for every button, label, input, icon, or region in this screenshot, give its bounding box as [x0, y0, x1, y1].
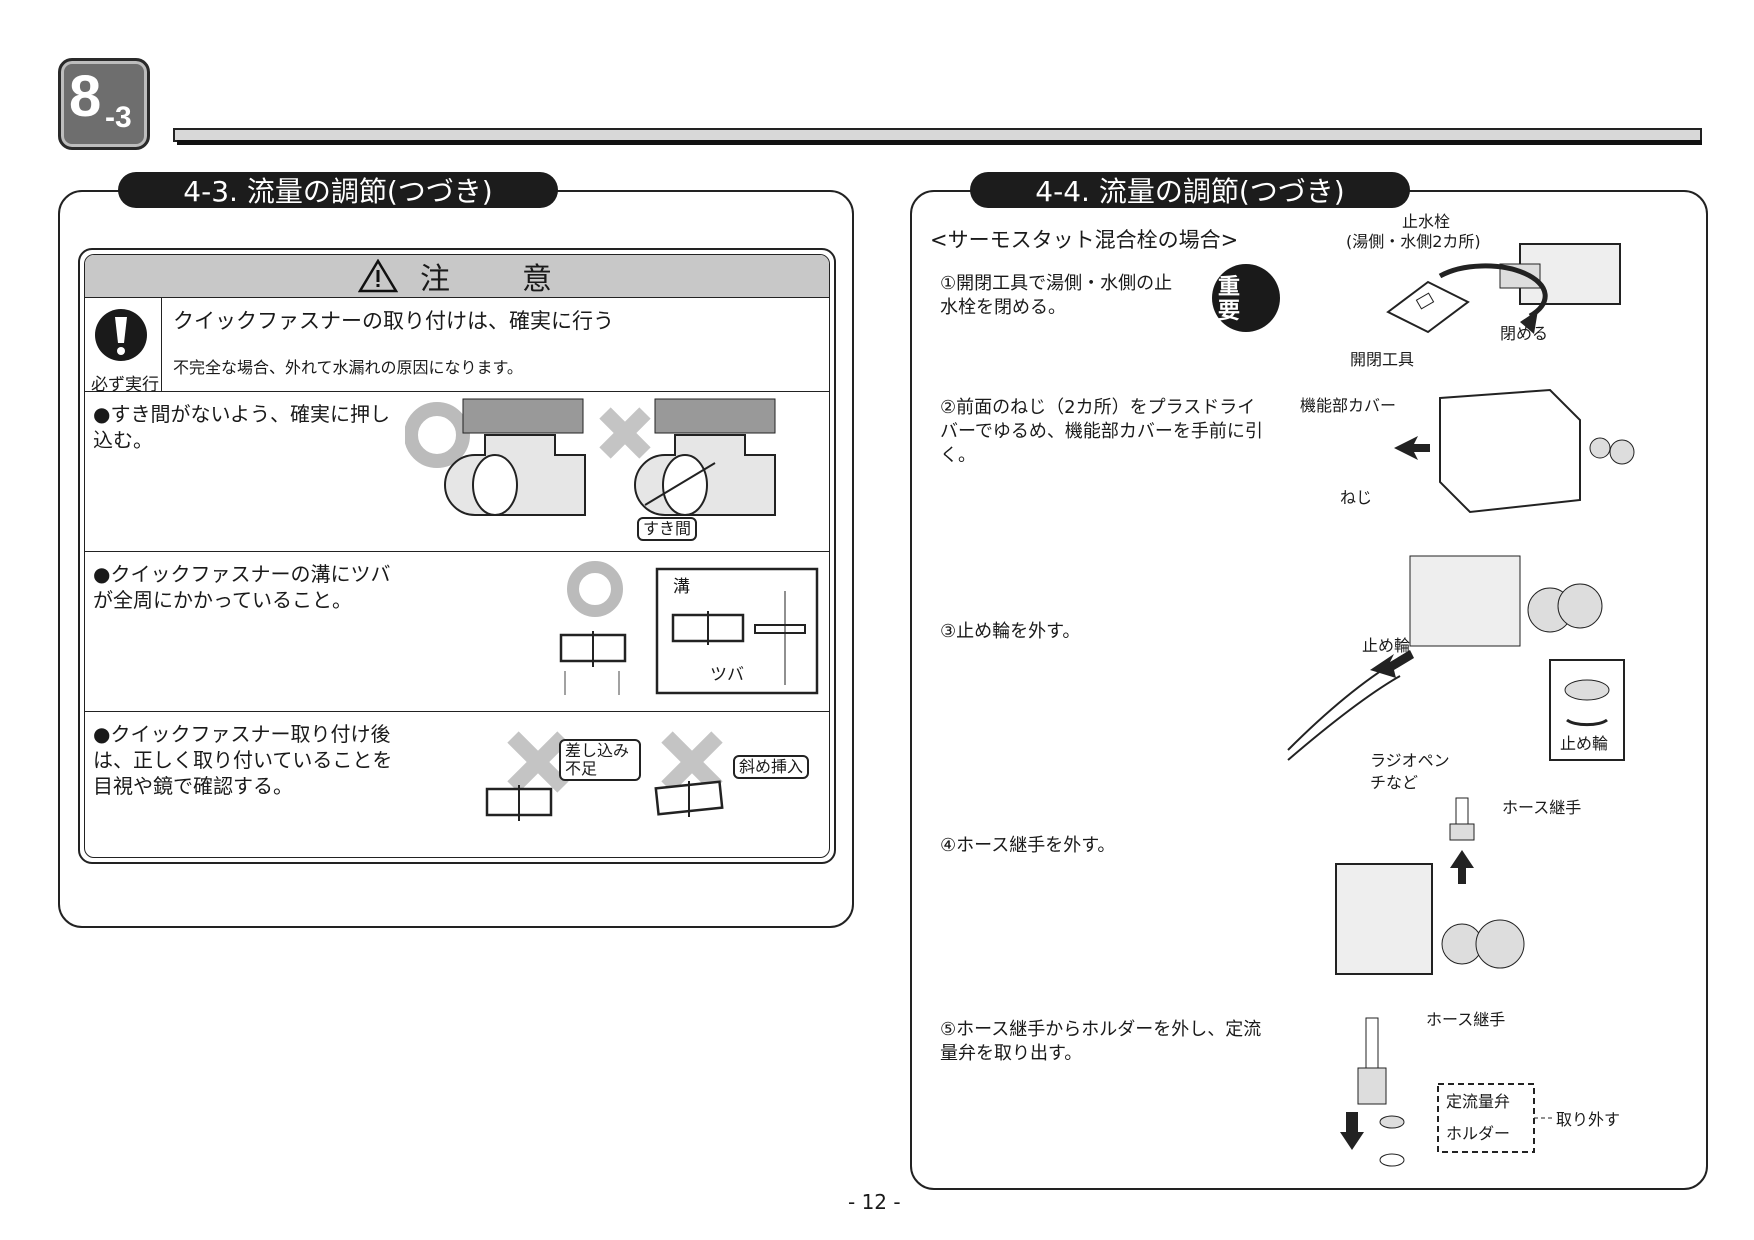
chapter-badge: 8 -3: [58, 58, 150, 150]
mandatory-exclamation-icon: [95, 309, 147, 361]
mandatory-label: 必ず実行: [91, 375, 159, 395]
caution-item-1: ●すき間がないよう、確実に押し込む。: [93, 402, 391, 452]
step-2-text: ②前面のねじ（2カ所）をプラスドライバーでゆるめ、機能部カバーを手前に引く。: [940, 397, 1263, 466]
caution-title: 注 意: [420, 262, 556, 297]
retaining-ring-illustration: [1287, 555, 1625, 761]
valve-label: 止水栓: [1402, 212, 1451, 231]
cover-label: 機能部カバー: [1300, 396, 1397, 415]
caution-item-2: ●クイックファスナーの溝にツバが全周にかかっていること。: [93, 562, 391, 612]
right-panel-title: 4-4. 流量の調節(つづき): [970, 172, 1410, 208]
header-rule-shadow: [177, 140, 1702, 145]
shutoff-valve-illustration: [1386, 243, 1621, 334]
insertion-illustration: [485, 731, 724, 821]
divider: [85, 391, 829, 392]
flow-valve-illustration: [1340, 1017, 1554, 1167]
short-insertion-tag: 差し込み不足: [559, 739, 641, 781]
step-1-text: ①開閉工具で湯側・水側の止水栓を閉める。: [940, 273, 1173, 318]
divider: [85, 711, 829, 712]
ring-label: 止め輪: [1362, 636, 1411, 655]
important-badge-icon: [1212, 264, 1280, 332]
valve-note: (湯側・水側2カ所): [1346, 232, 1481, 251]
step-3-text: ③止め輪を外す。: [940, 621, 1081, 642]
left-panel-title: 4-3. 流量の調節(つづき): [118, 172, 558, 208]
step-5-text: ⑤ホース継手からホルダーを外し、定流量弁を取り出す。: [940, 1019, 1262, 1064]
flange-label: ツバ: [710, 665, 744, 685]
caution-note: 不完全な場合、外れて水漏れの原因になります。: [173, 358, 523, 377]
tool-label: 開閉工具: [1350, 350, 1415, 369]
hose-joint-illustration: [1335, 797, 1525, 975]
warning-triangle-icon: [358, 259, 398, 293]
caution-box: 注 意 必ず実行 クイックファスナーの取り付けは、確実に行う 不完全な場合、外れ…: [78, 248, 836, 864]
joint-label-4: ホース継手: [1502, 798, 1582, 817]
chapter-number: 8: [69, 64, 102, 129]
screw-label: ねじ: [1340, 488, 1373, 507]
remove-label: 取り外す: [1556, 1110, 1621, 1129]
important-badge: 重要: [1218, 275, 1241, 324]
ring-box-label: 止め輪: [1560, 734, 1609, 753]
caution-header: 注 意: [85, 255, 829, 298]
groove-illustration: [559, 561, 819, 695]
oblique-insertion-tag: 斜め挿入: [733, 755, 810, 779]
page-number: - 12 -: [848, 1190, 901, 1214]
chapter-sub: -3: [105, 101, 132, 134]
divider: [85, 551, 829, 552]
mandatory-divider: [161, 297, 162, 391]
flow-valve-label: 定流量弁: [1446, 1092, 1511, 1111]
method-subtitle: <サーモスタット混合栓の場合>: [930, 228, 1239, 252]
pliers-label: ラジオペンチなど: [1370, 751, 1450, 792]
caution-item-3: ●クイックファスナー取り付け後は、正しく取り付いていることを目視や鏡で確認する。: [93, 722, 393, 798]
gap-illustration: [405, 398, 776, 516]
cover-illustration: [1394, 388, 1635, 514]
caution-lead: クイックファスナーの取り付けは、確実に行う: [173, 309, 614, 333]
groove-label: 溝: [673, 577, 690, 597]
gap-tag: すき間: [637, 517, 698, 541]
step-4-text: ④ホース継手を外す。: [940, 835, 1116, 856]
close-label: 閉める: [1500, 324, 1549, 343]
holder-label: ホルダー: [1446, 1124, 1511, 1143]
joint-label-5: ホース継手: [1426, 1010, 1506, 1029]
